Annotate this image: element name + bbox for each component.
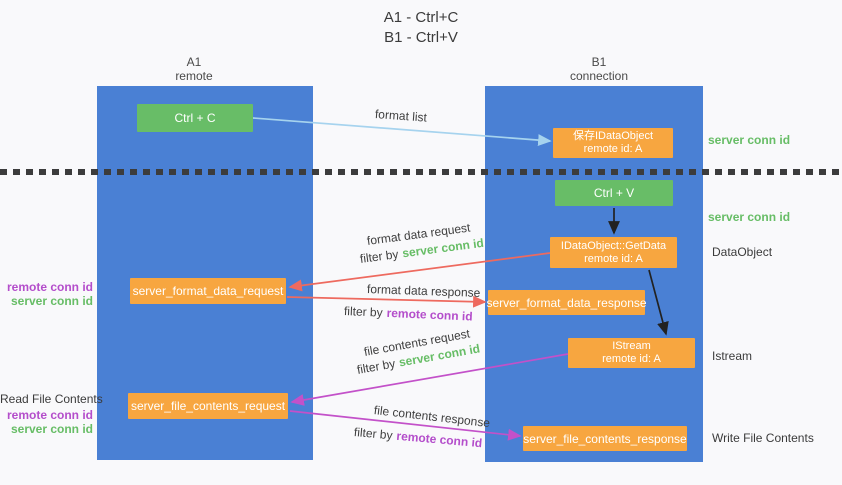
format-data-request-arrow (288, 252, 551, 292)
node-server-file-contents-response-label: server_file_contents_response (523, 431, 687, 446)
annotation-server-conn-id-left-bottom: server conn id (10, 422, 93, 436)
format-list-arrow (252, 117, 552, 147)
node-ctrl-v: Ctrl + V (555, 180, 673, 206)
node-ctrl-c-label: Ctrl + C (174, 111, 216, 125)
format-data-response-arrow (286, 295, 487, 308)
node-server-format-data-response: server_format_data_response (486, 290, 647, 315)
node-server-format-data-response-label: server_format_data_response (486, 295, 647, 310)
node-server-format-data-request-label: server_format_data_request (132, 284, 284, 298)
annotation-remote-conn-id-left-top: remote conn id (6, 280, 93, 294)
node-getdata-line1: IDataObject::GetData (560, 239, 667, 252)
filter-prefix: filter by (343, 304, 383, 320)
annotation-istream: Istream (712, 349, 753, 363)
column-header-a1: A1 remote (134, 55, 254, 83)
title-line-b1: B1 - Ctrl+V (384, 29, 458, 46)
annotation-read-file-contents: Read File Contents (0, 392, 103, 406)
column-a1-name: A1 (186, 55, 202, 69)
node-istream-line1: IStream (612, 340, 651, 352)
getdata-to-istream-arrow (648, 269, 669, 336)
phase-divider (0, 169, 842, 175)
annotation-server-conn-id-mid: server conn id (708, 210, 791, 224)
file-contents-request-arrow (290, 353, 569, 406)
node-save-idataobject-line1: 保存IDataObject (572, 130, 654, 142)
node-getdata-line2: remote id: A (584, 252, 643, 265)
title-line-a1: A1 - Ctrl+C (383, 9, 459, 26)
annotation-dataobject: DataObject (712, 245, 773, 259)
annotation-write-file-contents: Write File Contents (712, 431, 814, 445)
node-istream-line2: remote id: A (602, 353, 661, 365)
column-header-b1: B1 connection (539, 55, 659, 83)
node-istream: IStream remote id: A (568, 338, 695, 368)
column-b1-name: B1 (591, 55, 607, 69)
diagram-title: A1 - Ctrl+C B1 - Ctrl+V (0, 8, 842, 48)
node-server-file-contents-request: server_file_contents_request (128, 393, 288, 419)
annotation-server-conn-id-top: server conn id (708, 133, 791, 147)
node-save-idataobject-line2: remote id: A (583, 143, 643, 155)
column-a1-subtitle: remote (175, 69, 213, 83)
node-server-format-data-request: server_format_data_request (130, 278, 286, 304)
node-server-file-contents-request-label: server_file_contents_request (130, 399, 286, 413)
node-save-idataobject: 保存IDataObject remote id: A (553, 128, 673, 158)
node-ctrl-v-label: Ctrl + V (593, 186, 635, 200)
node-ctrl-c: Ctrl + C (137, 104, 253, 132)
annotation-server-conn-id-left-top: server conn id (10, 294, 93, 308)
column-b1-subtitle: connection (569, 69, 629, 83)
node-server-file-contents-response: server_file_contents_response (523, 426, 687, 451)
file-contents-response-arrow (289, 410, 522, 441)
annotation-remote-conn-id-left-bottom: remote conn id (6, 408, 93, 422)
node-getdata: IDataObject::GetData remote id: A (550, 237, 677, 268)
